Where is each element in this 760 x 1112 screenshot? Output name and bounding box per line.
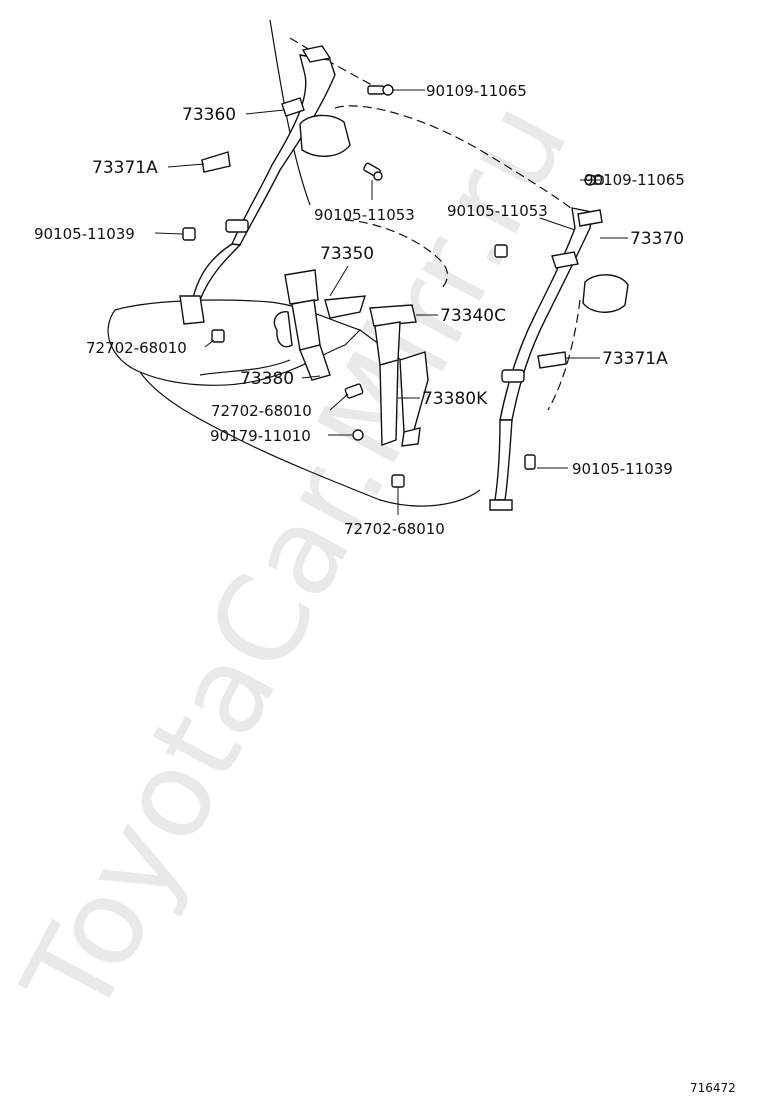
- callout-label: 90109-11065: [584, 171, 685, 189]
- callout-label: 73371A: [602, 349, 668, 369]
- callout-label: 72702-68010: [344, 520, 445, 538]
- callout-label: 73340C: [440, 306, 506, 326]
- bolt-icon: [494, 244, 508, 258]
- callout-label: 73380: [240, 369, 294, 389]
- clip-icon: [537, 351, 567, 369]
- callout-label: 90105-11039: [572, 460, 673, 478]
- callout-label: 72702-68010: [86, 339, 187, 357]
- leader-lines: [154, 89, 628, 515]
- callout-label: 73350: [320, 244, 374, 264]
- right-shoulder-belt: [489, 207, 629, 511]
- left-shoulder-belt: [179, 45, 351, 325]
- callout-label: 90105-11039: [34, 225, 135, 243]
- center-lap-belt: [369, 304, 429, 447]
- center-buckle-assembly: [273, 269, 366, 381]
- callout-labels: 90109-11065 73360 73371A 90105-11053 901…: [34, 82, 685, 538]
- callout-label: 73371A: [92, 158, 158, 178]
- callout-label: 90109-11065: [426, 82, 527, 100]
- callout-label: 90179-11010: [210, 427, 311, 445]
- bolt-icon: [391, 474, 405, 488]
- bolt-icon: [352, 429, 364, 441]
- callout-label: 90105-11053: [314, 206, 415, 224]
- bolt-icon: [367, 84, 394, 96]
- callout-label: 73380K: [422, 389, 488, 409]
- bolt-icon: [363, 162, 383, 181]
- callout-label: 73370: [630, 229, 684, 249]
- bolt-icon: [524, 454, 536, 470]
- callout-label: 90105-11053: [447, 202, 548, 220]
- bolt-icon: [211, 329, 225, 343]
- reference-number: 716472: [690, 1081, 736, 1095]
- callout-label: 73360: [182, 105, 236, 125]
- clip-icon: [201, 151, 231, 173]
- callout-label: 72702-68010: [211, 402, 312, 420]
- bolt-icon: [344, 383, 364, 399]
- bolt-icon: [182, 227, 196, 241]
